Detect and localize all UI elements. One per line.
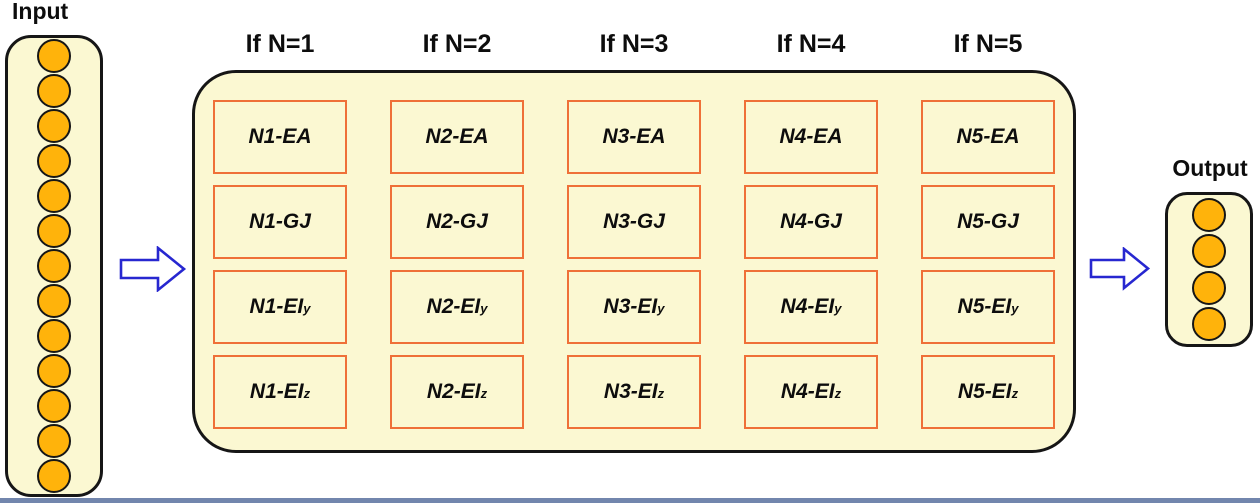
column-header: If N=3 bbox=[599, 30, 669, 58]
input-box bbox=[5, 35, 103, 497]
output-box bbox=[1165, 192, 1253, 347]
neuron-node bbox=[37, 459, 71, 493]
param-cell: N4-GJ bbox=[744, 185, 878, 259]
neuron-node bbox=[37, 424, 71, 458]
arrow-right-icon bbox=[1089, 247, 1151, 291]
param-cell: N5-GJ bbox=[921, 185, 1055, 259]
param-cell: N4-EA bbox=[744, 100, 878, 174]
neuron-node bbox=[37, 179, 71, 213]
param-cell: N5-EA bbox=[921, 100, 1055, 174]
neuron-node bbox=[1192, 307, 1226, 342]
bottom-edge-bar bbox=[0, 498, 1260, 503]
input-label: Input bbox=[12, 0, 69, 24]
neuron-node bbox=[37, 319, 71, 353]
neuron-node bbox=[37, 284, 71, 318]
neuron-node bbox=[37, 354, 71, 388]
neuron-node bbox=[37, 74, 71, 108]
column-header: If N=2 bbox=[422, 30, 492, 58]
column-header: If N=1 bbox=[245, 30, 315, 58]
model-panel: N1-EA N2-EA N3-EA N4-EA N5-EA N1-GJ N2-GJ N3-GJ… bbox=[192, 70, 1076, 453]
column-header: If N=4 bbox=[776, 30, 846, 58]
neuron-node bbox=[37, 249, 71, 283]
param-cell: N3-EA bbox=[567, 100, 701, 174]
column-header: If N=5 bbox=[953, 30, 1023, 58]
neuron-node bbox=[37, 214, 71, 248]
neuron-node bbox=[37, 39, 71, 73]
param-cell: N2-EA bbox=[390, 100, 524, 174]
neuron-node bbox=[1192, 197, 1226, 232]
arrow-right-icon bbox=[119, 246, 187, 292]
param-cell: N1-EA bbox=[213, 100, 347, 174]
neuron-node bbox=[1192, 234, 1226, 269]
output-label: Output bbox=[1172, 155, 1248, 181]
column-headers: If N=1 If N=2 If N=3 If N=4 If N=5 bbox=[192, 27, 1076, 61]
neuron-node bbox=[37, 144, 71, 178]
neuron-node bbox=[37, 389, 71, 423]
param-cell: N1-GJ bbox=[213, 185, 347, 259]
neuron-node bbox=[37, 109, 71, 143]
parameter-grid: N1-EA N2-EA N3-EA N4-EA N5-EA N1-GJ N2-GJ N3-GJ… bbox=[213, 100, 1055, 429]
param-cell: N2-GJ bbox=[390, 185, 524, 259]
neuron-node bbox=[1192, 270, 1226, 305]
param-cell: N3-GJ bbox=[567, 185, 701, 259]
